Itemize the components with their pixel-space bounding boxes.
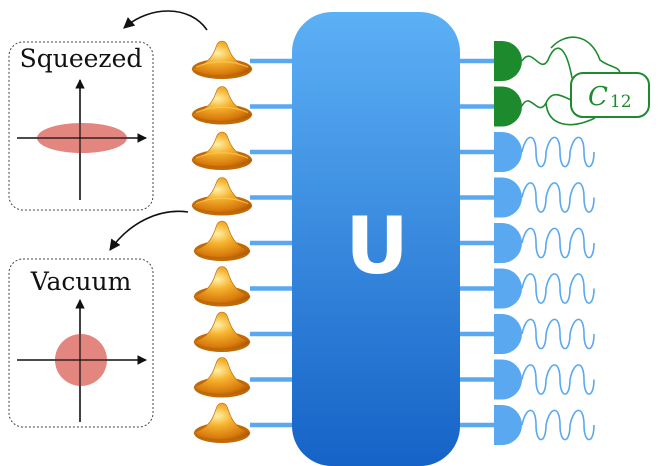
detector-icon [494,268,595,309]
vacuum-title: Vacuum [30,267,132,296]
vacuum-state-icon [17,299,147,422]
correlation-lead [545,102,596,126]
wave-packets [191,40,253,443]
squeezed-panel: Squeezed [8,41,154,211]
vacuum-packet [193,402,251,443]
detectors [494,36,621,445]
detector-icon [494,359,595,400]
output-wave [521,364,595,395]
correlation-lead [550,36,621,75]
output-wave [521,318,595,350]
output-wave [521,227,595,259]
detector-icon [494,177,595,218]
detector-icon [494,314,595,354]
unitary-block: U [292,12,460,466]
output-wave [521,409,595,441]
output-wave [521,136,595,168]
arrow-icon [123,10,208,31]
unitary-label: U [345,202,408,292]
detector-icon [494,223,595,263]
squeezed-packet [191,40,253,79]
arrow-icon [109,210,189,251]
vacuum-packet [193,220,251,261]
detector-icon [494,132,595,172]
output-wave [521,273,595,304]
squeezed-packet [191,177,253,216]
squeezed-packet [191,86,253,125]
output-wires [456,58,496,428]
detector-icon [494,405,595,445]
detector-icon [494,86,522,127]
squeezed-packet [191,131,253,170]
squeezed-title: Squeezed [20,44,143,73]
input-wires [250,58,296,428]
vacuum-packet [193,311,251,352]
detector-icon [494,41,522,81]
vacuum-packet [193,266,251,307]
correlation-lead [521,47,573,79]
squeezed-state-icon [17,79,147,200]
vacuum-panel: Vacuum [8,258,154,428]
vacuum-packet [193,357,251,398]
output-wave [521,182,595,213]
